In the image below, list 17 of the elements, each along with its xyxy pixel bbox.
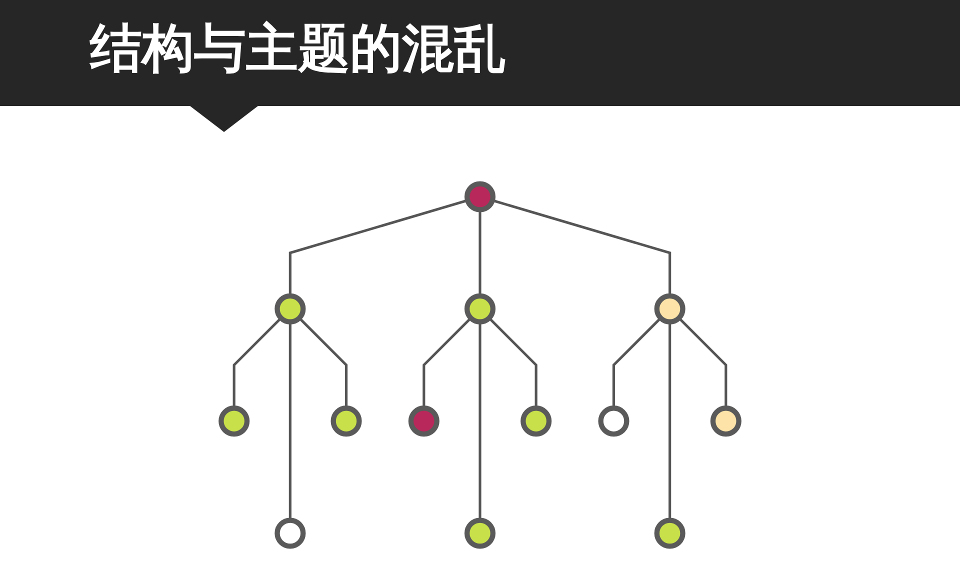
node-circle xyxy=(274,293,306,324)
title: 结构与主题的混乱 xyxy=(90,18,506,81)
node-circle xyxy=(218,406,250,437)
connector xyxy=(288,199,468,296)
node-circle xyxy=(464,293,496,324)
node-circle xyxy=(520,406,552,437)
connector xyxy=(478,210,482,296)
node-circle xyxy=(598,406,630,437)
node-circle xyxy=(408,406,440,437)
node-circle xyxy=(464,181,496,212)
node-circle xyxy=(710,406,742,437)
node-circle xyxy=(654,293,686,324)
node-circle xyxy=(274,518,306,549)
node-circle xyxy=(330,406,362,437)
node-circle xyxy=(654,518,686,549)
node-circle xyxy=(464,518,496,549)
connector xyxy=(492,199,672,296)
